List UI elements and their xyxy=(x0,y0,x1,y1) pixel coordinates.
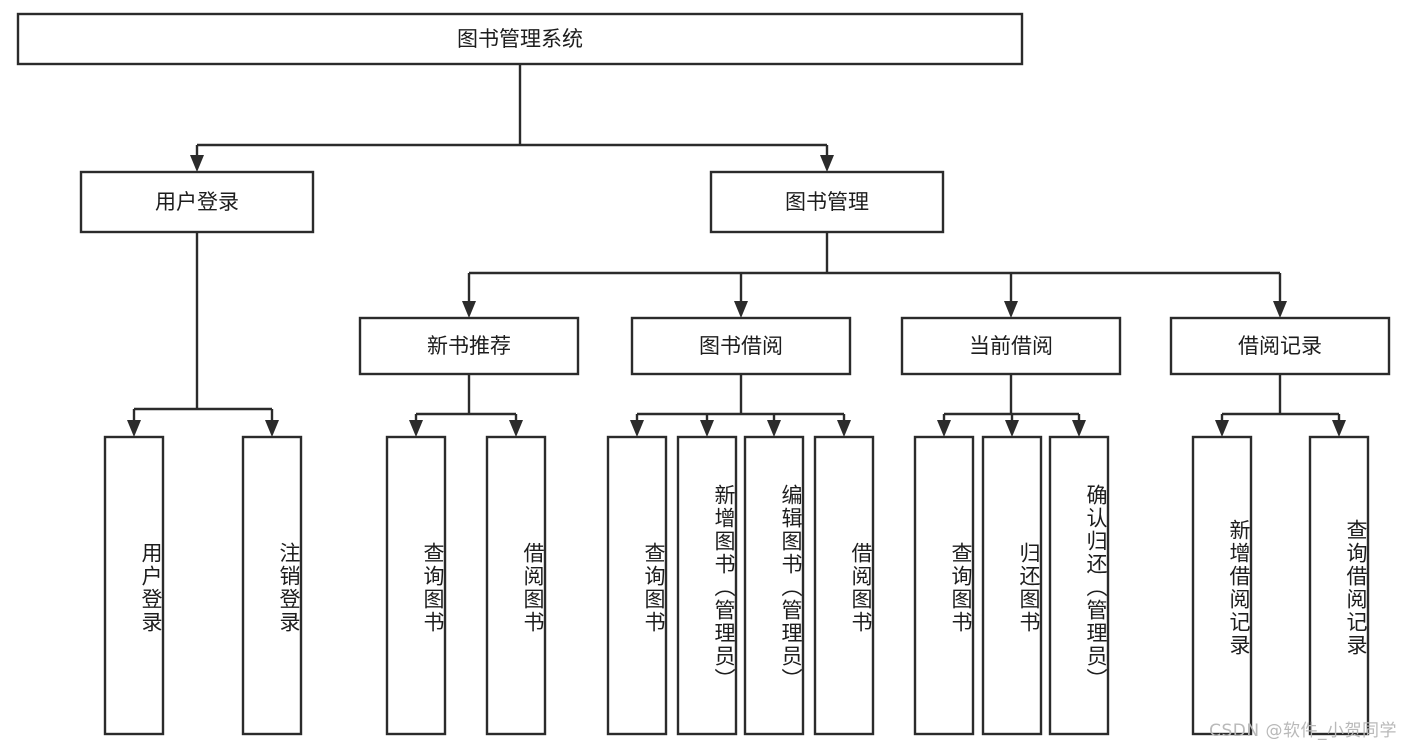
connector-lines xyxy=(127,64,1346,437)
leaf-node-10-box[interactable] xyxy=(1048,435,1110,736)
leaf-node-7-box[interactable] xyxy=(813,435,875,736)
arrow-head-level2-0 xyxy=(190,155,204,172)
arrow-head-leaf-1 xyxy=(265,420,279,437)
arrow-head-level3-0 xyxy=(462,301,476,318)
leaf-node-9-box[interactable] xyxy=(981,435,1043,736)
level3-node-新书推荐-label: 新书推荐 xyxy=(427,334,511,358)
arrow-head-leaf-11 xyxy=(1215,420,1229,437)
leaf-node-12-box[interactable] xyxy=(1308,435,1370,736)
arrow-head-leaf-10 xyxy=(1072,420,1086,437)
level3-node-当前借阅-label: 当前借阅 xyxy=(969,334,1053,358)
leaf-node-0-box[interactable] xyxy=(103,435,165,736)
arrow-head-leaf-12 xyxy=(1332,420,1346,437)
root-node-box[interactable] xyxy=(16,12,1024,66)
level2-node-用户登录-box[interactable] xyxy=(79,170,315,234)
arrow-head-level3-2 xyxy=(1004,301,1018,318)
leaf-node-3-box[interactable] xyxy=(485,435,547,736)
arrow-head-leaf-6 xyxy=(767,420,781,437)
level2-node-用户登录-label: 用户登录 xyxy=(155,190,239,214)
level2-node-图书管理-box[interactable] xyxy=(709,170,945,234)
leaf-node-5-box[interactable] xyxy=(676,435,738,736)
watermark-text: CSDN @软件_小贺同学 xyxy=(1209,721,1397,741)
arrow-head-leaf-0 xyxy=(127,420,141,437)
level3-node-借阅记录-label: 借阅记录 xyxy=(1238,334,1322,358)
arrow-head-leaf-4 xyxy=(630,420,644,437)
leaf-node-1-box[interactable] xyxy=(241,435,303,736)
level2-node-图书管理-label: 图书管理 xyxy=(785,190,869,214)
node-boxes xyxy=(16,12,1391,736)
leaf-node-4-box[interactable] xyxy=(606,435,668,736)
arrow-head-leaf-3 xyxy=(509,420,523,437)
leaf-node-11-box[interactable] xyxy=(1191,435,1253,736)
level3-node-当前借阅-box[interactable] xyxy=(900,316,1122,376)
arrow-head-leaf-5 xyxy=(700,420,714,437)
arrow-head-level3-3 xyxy=(1273,301,1287,318)
arrow-head-leaf-8 xyxy=(937,420,951,437)
level3-node-图书借阅-label: 图书借阅 xyxy=(699,334,783,358)
level3-node-图书借阅-box[interactable] xyxy=(630,316,852,376)
level3-node-新书推荐-box[interactable] xyxy=(358,316,580,376)
root-node-label: 图书管理系统 xyxy=(457,27,583,51)
arrow-head-leaf-9 xyxy=(1005,420,1019,437)
arrow-head-level3-1 xyxy=(734,301,748,318)
leaf-node-8-box[interactable] xyxy=(913,435,975,736)
arrow-head-leaf-2 xyxy=(409,420,423,437)
arrow-head-leaf-7 xyxy=(837,420,851,437)
level3-node-借阅记录-box[interactable] xyxy=(1169,316,1391,376)
leaf-node-2-box[interactable] xyxy=(385,435,447,736)
leaf-node-6-box[interactable] xyxy=(743,435,805,736)
arrow-head-level2-1 xyxy=(820,155,834,172)
